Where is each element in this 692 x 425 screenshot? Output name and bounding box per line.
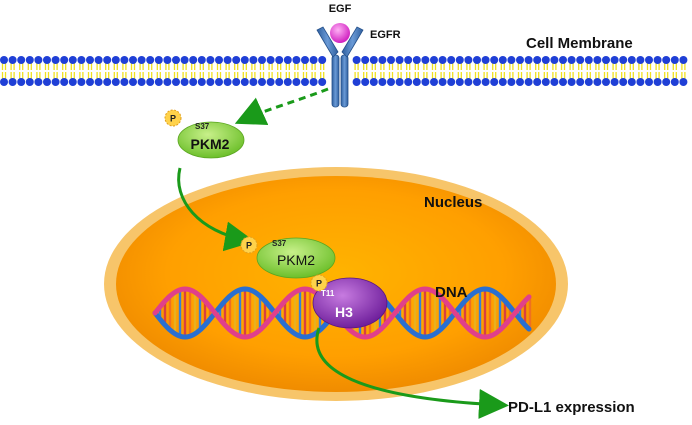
pkm2-name-label: PKM2 [277,252,315,268]
activation-arrow-dashed [234,87,329,125]
pkm2-cytoplasmic: P S37 PKM2 [164,109,245,159]
phospho-label: P [170,114,176,124]
phospho-badge: P [310,274,328,292]
translocation-arrow [177,167,255,252]
phospho-label: P [246,241,252,251]
phospho-badge: P [240,236,258,254]
egfr-receptor [316,26,364,108]
dna-label: DNA [435,284,468,301]
cell-membrane [0,56,688,86]
h3-name-label: H3 [335,304,353,320]
egfr-label: EGFR [370,29,401,41]
h3-site-label: T11 [321,289,335,298]
pkm2-name-label: PKM2 [191,136,230,152]
nucleus-label: Nucleus [424,194,482,211]
pdl1-expression-label: PD-L1 expression [508,399,635,416]
phospho-label: P [316,279,322,289]
histone-h3: P T11 H3 [310,274,388,329]
phospho-badge: P [164,109,182,127]
cell-membrane-label: Cell Membrane [526,35,633,52]
expression-arrow [315,327,509,419]
pkm2-site-label: S37 [195,122,210,131]
pkm2-site-label: S37 [272,239,287,248]
egf-label: EGF [329,3,352,15]
egf-ligand [330,23,350,43]
pkm2-nuclear: P S37 PKM2 [240,236,336,279]
